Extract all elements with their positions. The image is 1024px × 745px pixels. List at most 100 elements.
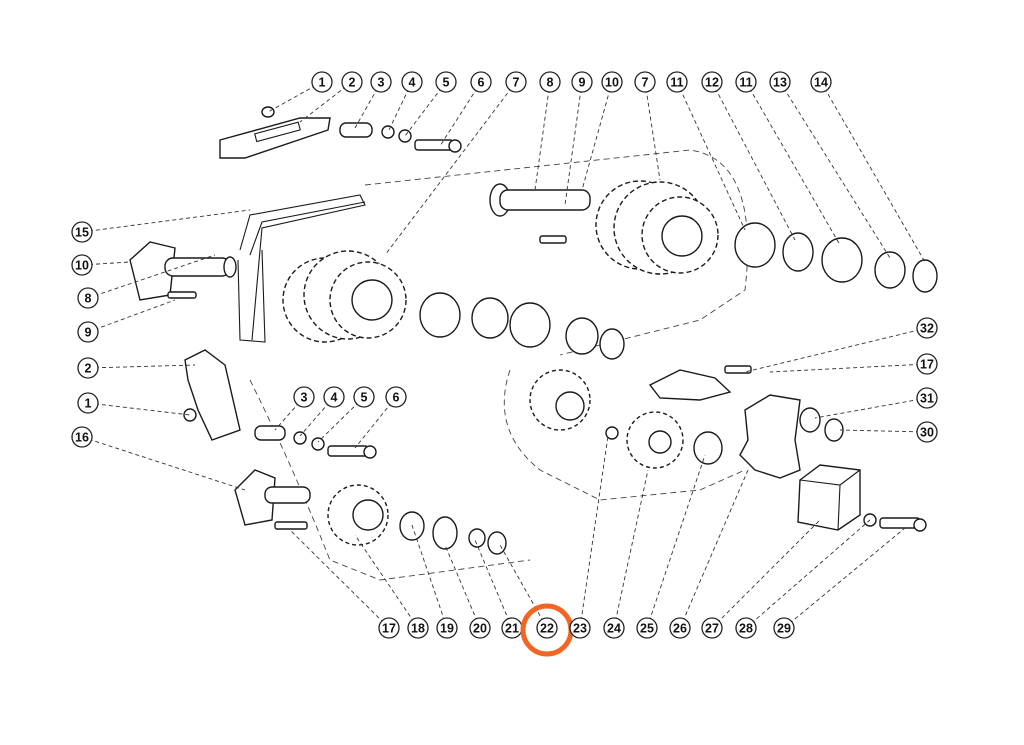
callout-label: 8 bbox=[85, 292, 92, 306]
leader-line-c-top-11b bbox=[745, 81, 841, 246]
leader-line-c-top-11a bbox=[676, 81, 746, 231]
leader-line-c-top-9 bbox=[564, 81, 583, 206]
callout-c-bot-22: 22 bbox=[536, 617, 558, 639]
callout-c-bot-24: 24 bbox=[603, 617, 625, 639]
callout-label: 1 bbox=[85, 397, 92, 411]
callout-circle bbox=[916, 353, 938, 375]
callout-label: 2 bbox=[85, 362, 92, 376]
lower-gear bbox=[327, 484, 507, 555]
callout-label: 11 bbox=[670, 76, 683, 90]
leader-line-c-top-10 bbox=[581, 81, 613, 191]
callout-circle bbox=[77, 287, 99, 309]
callout-label: 3 bbox=[301, 391, 308, 405]
leader-line-c-left-15 bbox=[81, 209, 251, 233]
callout-c-top-14: 14 bbox=[810, 71, 832, 93]
callout-circle bbox=[401, 71, 423, 93]
callout-circle bbox=[773, 617, 795, 639]
callout-circle bbox=[769, 71, 791, 93]
callout-c-top-5: 5 bbox=[435, 71, 457, 93]
callout-label: 25 bbox=[640, 622, 654, 636]
callout-label: 20 bbox=[473, 622, 487, 636]
lower-left-shaft bbox=[234, 469, 311, 530]
top-pin-set bbox=[339, 122, 462, 153]
leader-line-c-bot-17 bbox=[289, 529, 390, 629]
leader-line-c-top-8 bbox=[534, 81, 551, 191]
callout-circle bbox=[71, 426, 93, 448]
callout-label: 24 bbox=[607, 622, 621, 636]
callout-circle bbox=[385, 386, 407, 408]
callout-circle bbox=[370, 71, 392, 93]
top-bracket bbox=[219, 106, 331, 159]
callout-circle bbox=[71, 254, 93, 276]
callout-c-mid-4: 4 bbox=[323, 386, 345, 408]
leader-line-c-left-1 bbox=[87, 402, 191, 416]
callout-c-top-3: 3 bbox=[370, 71, 392, 93]
callout-circle bbox=[916, 387, 938, 409]
callout-circle bbox=[916, 317, 938, 339]
callout-label: 14 bbox=[814, 76, 828, 90]
leader-line-c-bot-29 bbox=[783, 527, 906, 629]
callout-label: 21 bbox=[505, 622, 519, 636]
callout-c-bot-18: 18 bbox=[407, 617, 429, 639]
callout-label: 5 bbox=[443, 76, 450, 90]
callout-c-bot-28: 28 bbox=[735, 617, 757, 639]
callout-c-bot-23: 23 bbox=[569, 617, 591, 639]
leader-line-c-top-2 bbox=[299, 81, 353, 123]
callout-label: 2 bbox=[349, 76, 356, 90]
callout-circle bbox=[916, 421, 938, 443]
callout-label: 4 bbox=[409, 76, 416, 90]
middle-bearings bbox=[419, 292, 625, 360]
callout-circle bbox=[469, 617, 491, 639]
left-chain bbox=[237, 194, 366, 343]
callout-c-top-7a: 7 bbox=[505, 71, 527, 93]
callout-circle bbox=[634, 71, 656, 93]
callout-c-mid-3: 3 bbox=[293, 386, 315, 408]
callout-c-bot-26: 26 bbox=[669, 617, 691, 639]
callout-circle bbox=[505, 71, 527, 93]
leader-line-c-mid-6 bbox=[354, 396, 397, 449]
chain-path-upper bbox=[364, 149, 749, 356]
callout-label: 22 bbox=[540, 622, 554, 636]
callout-c-top-10: 10 bbox=[601, 71, 623, 93]
leader-line-c-top-6 bbox=[439, 81, 482, 147]
chain-path-lower bbox=[503, 369, 746, 501]
callout-circle bbox=[353, 386, 375, 408]
callout-c-top-6: 6 bbox=[470, 71, 492, 93]
callout-label: 6 bbox=[478, 76, 485, 90]
callout-c-bot-17: 17 bbox=[378, 617, 400, 639]
leader-line-c-bot-20 bbox=[444, 544, 481, 629]
callout-c-bot-27: 27 bbox=[701, 617, 723, 639]
leader-line-c-bot-28 bbox=[745, 519, 871, 629]
leader-line-c-left-8 bbox=[87, 254, 216, 299]
leader-line-c-bot-26 bbox=[679, 469, 749, 629]
leader-line-c-bot-23 bbox=[579, 435, 609, 629]
callout-circle bbox=[569, 617, 591, 639]
leader-lines bbox=[81, 81, 928, 629]
callout-label: 10 bbox=[605, 76, 619, 90]
callout-label: 23 bbox=[573, 622, 587, 636]
callout-circle bbox=[539, 71, 561, 93]
callout-label: 9 bbox=[579, 76, 586, 90]
callout-circle bbox=[601, 71, 623, 93]
lower-left-bracket bbox=[183, 349, 241, 441]
upper-right-gear-stack bbox=[595, 180, 719, 275]
callout-label: 6 bbox=[393, 391, 400, 405]
leader-line-c-top-7a bbox=[384, 81, 517, 256]
callout-circle bbox=[293, 386, 315, 408]
callout-c-top-4: 4 bbox=[401, 71, 423, 93]
callout-circle bbox=[701, 71, 723, 93]
leader-line-c-left-16 bbox=[81, 436, 246, 491]
callout-circle bbox=[666, 71, 688, 93]
callout-label: 16 bbox=[75, 431, 89, 445]
callout-c-right-17: 17 bbox=[916, 353, 938, 375]
left-shaft-bracket bbox=[129, 241, 237, 301]
callout-c-bot-19: 19 bbox=[436, 617, 458, 639]
leader-line-c-right-31 bbox=[814, 397, 928, 419]
callout-c-left-9: 9 bbox=[77, 321, 99, 343]
callout-label: 28 bbox=[739, 622, 753, 636]
callout-circle bbox=[311, 71, 333, 93]
callout-c-top-2: 2 bbox=[341, 71, 363, 93]
leader-line-c-bot-25 bbox=[646, 454, 706, 629]
